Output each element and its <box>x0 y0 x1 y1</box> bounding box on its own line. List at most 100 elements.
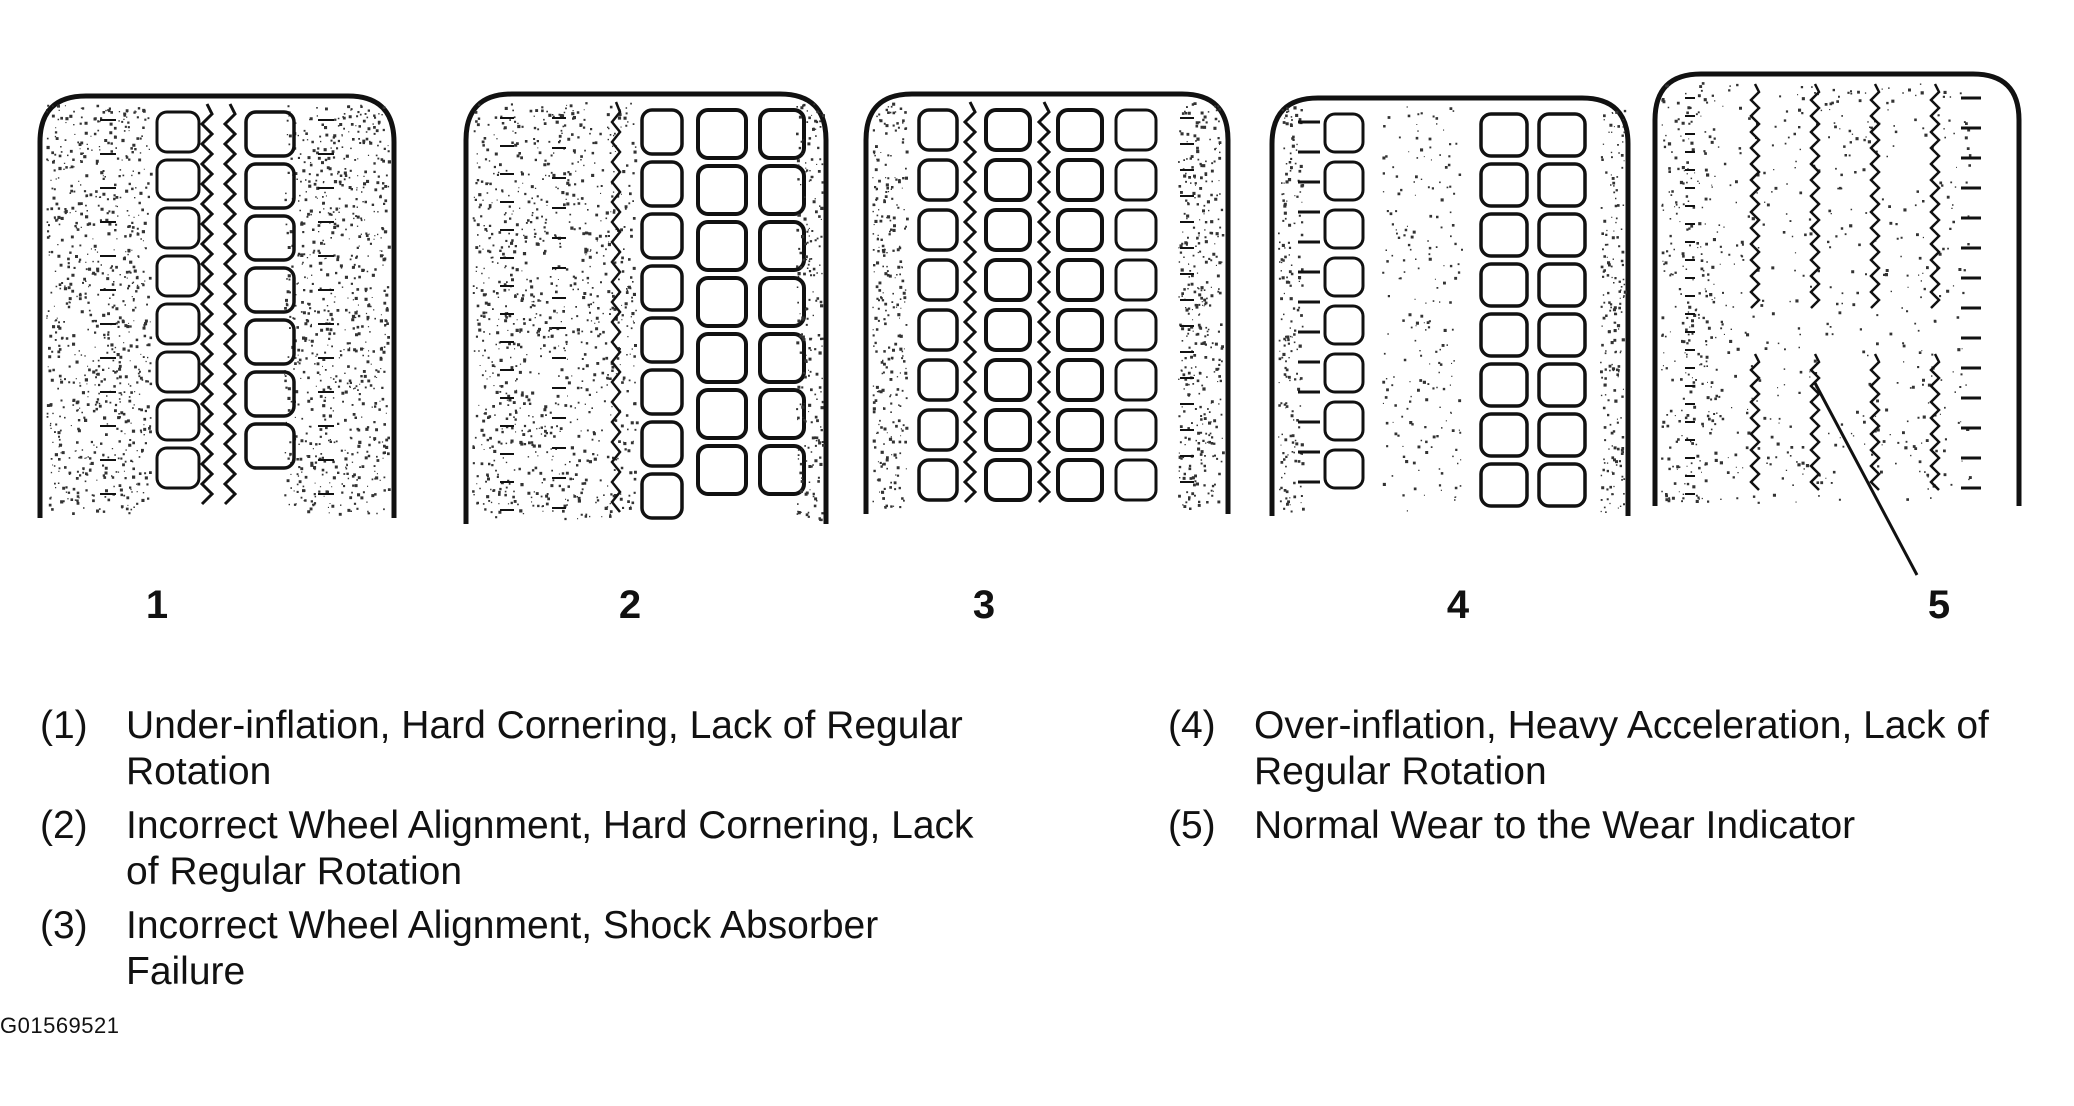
tread-block <box>244 214 296 262</box>
tread-block <box>1323 160 1365 202</box>
tread-block <box>1537 362 1587 408</box>
tread-block <box>984 458 1032 502</box>
tread-groove <box>1036 101 1052 504</box>
tread-block <box>1114 208 1158 252</box>
tread-groove <box>1809 83 1821 309</box>
tire-5 <box>1652 71 2022 506</box>
tread-block <box>984 208 1032 252</box>
tread-block <box>917 158 959 202</box>
legend-item-3: (3) Incorrect Wheel Alignment, Shock Abs… <box>40 903 1000 995</box>
tread-sipe <box>500 117 514 511</box>
tread-block <box>1114 408 1158 452</box>
tread-block <box>1479 162 1529 208</box>
tire-label-2: 2 <box>619 583 641 627</box>
tread-block <box>1479 412 1529 458</box>
tire-label-5: 5 <box>1928 583 1950 627</box>
tread-block <box>244 110 296 158</box>
tire-4 <box>1269 95 1631 516</box>
tread-sipe <box>1961 96 1981 490</box>
tread-block <box>917 358 959 402</box>
tread-block <box>155 254 201 298</box>
tread-groove <box>1929 353 1941 491</box>
tread-block <box>1056 308 1104 352</box>
tread-block <box>917 308 959 352</box>
tread-block <box>984 108 1032 152</box>
tread-block <box>1323 256 1365 298</box>
tread-block <box>244 266 296 314</box>
tire-wear-illustration: 1 2 3 4 5 <box>37 71 2022 627</box>
tread-block <box>1114 308 1158 352</box>
figure-code: G01569521 <box>0 1013 120 1038</box>
tread-block <box>640 160 684 208</box>
tire-1 <box>37 93 397 518</box>
tread-block <box>1323 400 1365 442</box>
tread-block <box>155 350 201 394</box>
legend-text: Incorrect Wheel Alignment, Shock Absorbe… <box>126 904 879 993</box>
tread-block <box>1537 212 1587 258</box>
tread-block <box>758 164 806 216</box>
tread-speckle <box>872 102 909 509</box>
tread-groove <box>962 101 978 504</box>
legend-item-5: (5) Normal Wear to the Wear Indicator <box>1168 803 2068 849</box>
tread-block <box>1479 262 1529 308</box>
legend-item-1: (1) Under-inflation, Hard Cornering, Lac… <box>40 703 1000 795</box>
tread-block <box>758 388 806 440</box>
tread-block <box>1323 208 1365 250</box>
tread-block <box>1056 458 1104 502</box>
tire-label-4: 4 <box>1447 583 1470 627</box>
tire-label-1: 1 <box>146 583 168 627</box>
tread-block <box>155 206 201 250</box>
tread-block <box>1323 448 1365 490</box>
tread-speckle <box>46 104 153 515</box>
tread-block <box>984 308 1032 352</box>
tread-block <box>244 318 296 366</box>
tread-block <box>1323 112 1365 154</box>
tread-block <box>1056 158 1104 202</box>
tread-block <box>640 368 684 416</box>
tread-block <box>155 398 201 442</box>
legend-number: (1) <box>40 704 88 747</box>
legend-text: Under-inflation, Hard Cornering, Lack of… <box>126 704 963 793</box>
tire-3 <box>863 91 1231 514</box>
tire-label-3: 3 <box>973 583 995 627</box>
tread-block <box>1479 462 1529 508</box>
tread-block <box>917 208 959 252</box>
tread-groove <box>1809 353 1821 491</box>
wear-indicator-leader-line <box>1813 382 1919 576</box>
tire-outline <box>463 91 829 524</box>
tread-block <box>696 388 748 440</box>
legend-number: (2) <box>40 804 88 847</box>
tread-block <box>758 332 806 384</box>
tread-sipe <box>318 119 334 495</box>
tread-sipe <box>100 119 116 495</box>
tire-outline <box>1269 95 1631 516</box>
tread-block <box>155 302 201 346</box>
tire-outline <box>37 93 397 518</box>
tread-groove <box>1869 83 1881 309</box>
tread-block <box>1056 208 1104 252</box>
tread-block <box>984 258 1032 302</box>
tread-block <box>1537 412 1587 458</box>
tread-block <box>696 164 748 216</box>
tread-sipe <box>552 117 566 509</box>
legend-number: (4) <box>1168 704 1216 747</box>
tread-block <box>640 108 684 156</box>
tread-block <box>1114 458 1158 502</box>
tread-block <box>1537 162 1587 208</box>
tread-block <box>758 444 806 496</box>
tread-block <box>1479 362 1529 408</box>
tread-groove <box>222 103 238 506</box>
tread-speckle <box>1382 106 1463 512</box>
tread-block <box>640 264 684 312</box>
tread-groove <box>1869 353 1881 491</box>
tread-block <box>696 220 748 272</box>
legend-item-4: (4) Over-inflation, Heavy Acceleration, … <box>1168 703 2068 795</box>
tread-block <box>1056 358 1104 402</box>
tread-block <box>917 108 959 152</box>
tread-block <box>917 408 959 452</box>
legend-number: (5) <box>1168 804 1216 847</box>
tread-block <box>1056 108 1104 152</box>
tread-block <box>1114 258 1158 302</box>
tread-block <box>917 258 959 302</box>
tread-block <box>1323 352 1365 394</box>
